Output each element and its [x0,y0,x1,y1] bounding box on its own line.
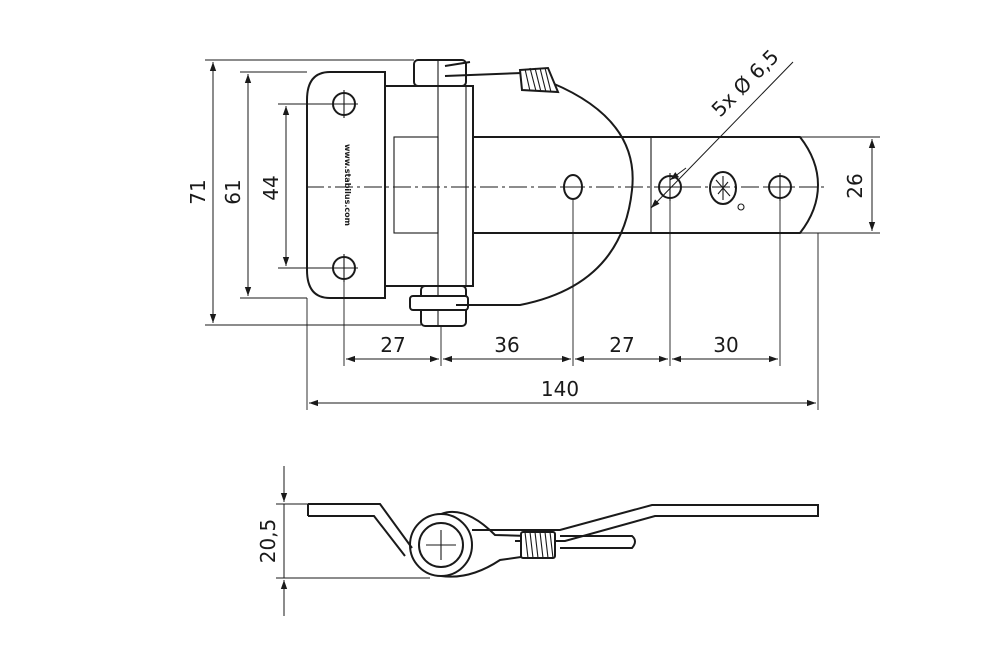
side-spring [520,531,556,559]
dim-overall-height: 71 [186,59,421,326]
base-plate [306,71,386,299]
svg-text:26: 26 [843,173,867,198]
spring-coil [518,66,560,94]
svg-text:71: 71 [186,179,210,204]
dim-side-height: 20,5 [256,466,430,616]
svg-text:140: 140 [541,377,579,401]
hinge-barrel [384,85,474,287]
svg-text:61: 61 [221,179,245,204]
side-view: 20,5 [256,466,819,616]
svg-text:20,5: 20,5 [256,519,280,564]
wire-bail [456,82,634,306]
side-base-plate [308,503,413,557]
plate-hole-top [330,90,358,118]
dim-strap-width: 26 [800,136,880,234]
plate-hole-bottom [330,254,358,282]
svg-text:36: 36 [494,333,519,357]
dim-hole-spacing: 44 [259,103,330,269]
dim-chain: 27 36 27 30 [343,200,781,366]
dim-plate-height: 61 [221,71,307,299]
svg-text:27: 27 [609,333,634,357]
strap-outline [394,136,820,234]
logo-mark [709,171,745,211]
svg-text:30: 30 [713,333,738,357]
side-wire [440,510,529,578]
top-view: www.stabilus.com [186,45,880,410]
plate-marking: www.stabilus.com [343,144,352,226]
side-hinge-eye [409,513,473,577]
svg-text:27: 27 [380,333,405,357]
svg-text:44: 44 [259,175,283,200]
dim-overall-length: 140 [306,233,819,410]
hinge-pin-top [413,59,467,87]
